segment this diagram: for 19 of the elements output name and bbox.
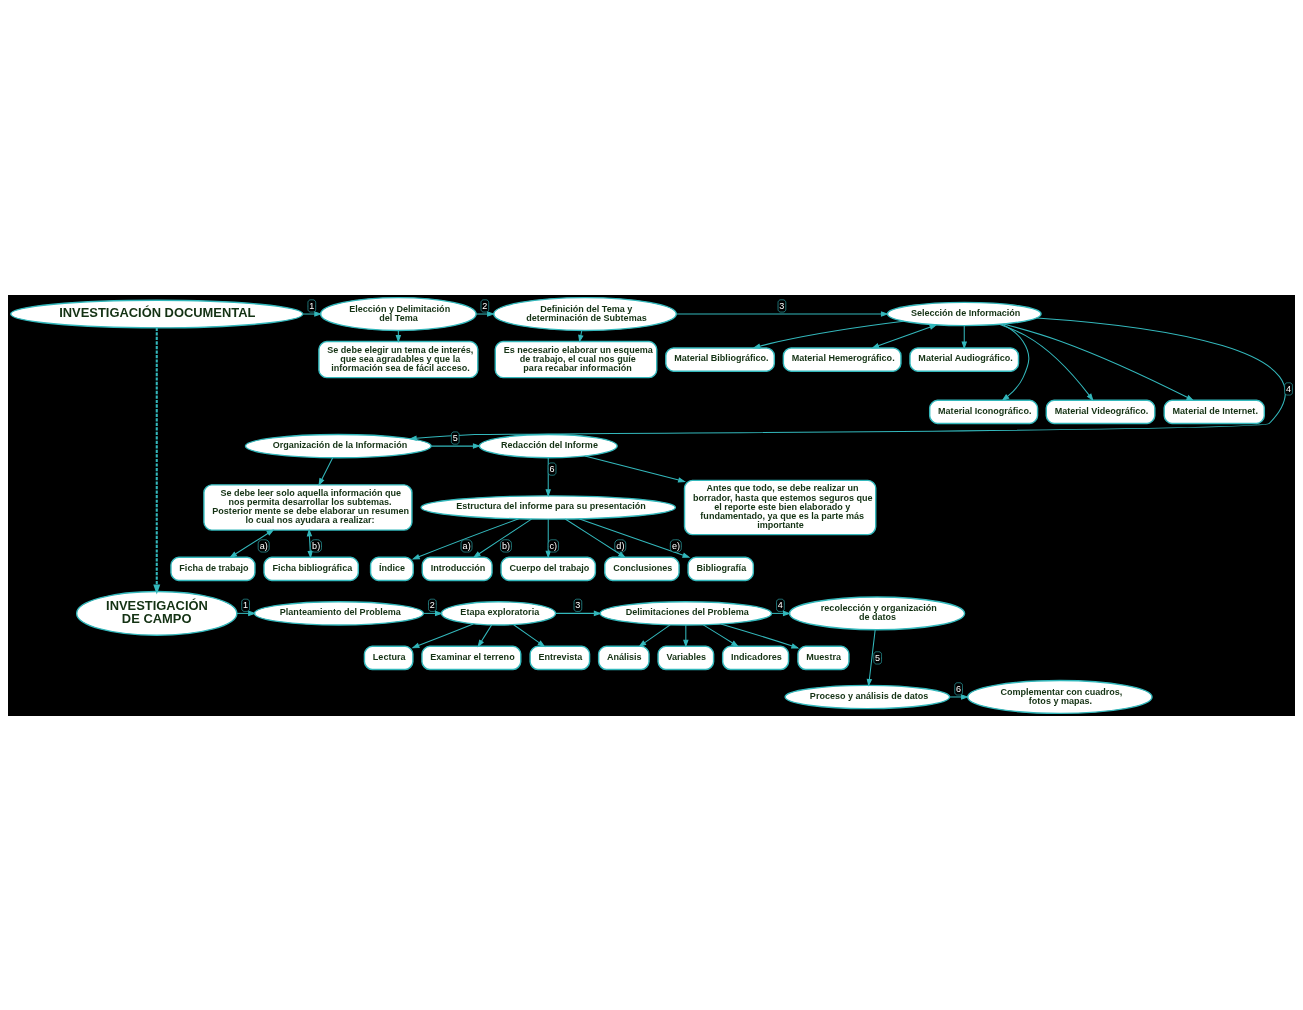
edge-label: a) <box>462 540 471 551</box>
edge-label: 3 <box>779 300 785 311</box>
edge-label: c) <box>549 540 558 551</box>
edge-label: d) <box>616 540 625 551</box>
edge-label: a) <box>259 540 268 551</box>
edge-label: 6 <box>549 463 555 474</box>
edge-label: 1 <box>243 599 249 610</box>
edge-label: 1 <box>309 300 315 311</box>
edge-label: 2 <box>429 599 435 610</box>
edge-label: 5 <box>452 432 458 443</box>
edge-label: 4 <box>1285 383 1291 394</box>
edge-label: 5 <box>875 652 881 663</box>
edge-label: 2 <box>482 300 488 311</box>
edge-label: b) <box>312 540 321 551</box>
edge-label: 4 <box>777 599 783 610</box>
edge-label: 6 <box>956 683 962 694</box>
edge-label: e) <box>671 540 680 551</box>
edge-label: 3 <box>575 599 581 610</box>
edge-label: b) <box>502 540 511 551</box>
